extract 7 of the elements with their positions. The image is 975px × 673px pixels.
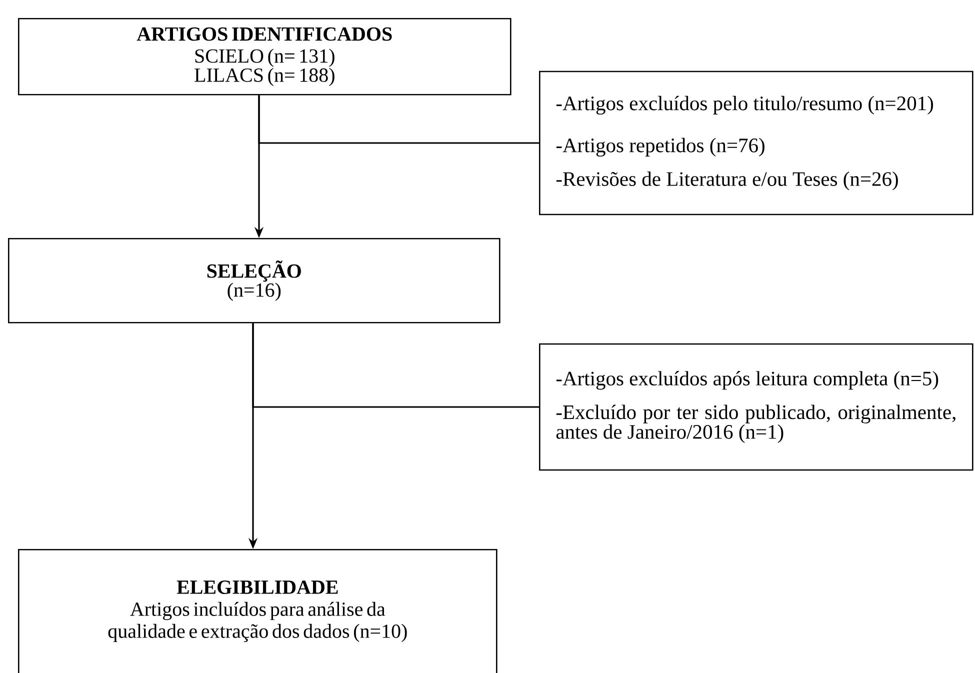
exclusion-box: -Artigos excluídos pelo titulo/resumo (n=201) -Artigos repetidos (n=76) -Revisões de Literatura e/ou Teses (n=26) — [539, 70, 974, 216]
process-box: ARTIGOS IDENTIFICADOS SCIELO (n= 131) LILACS (n= 188) — [18, 18, 512, 96]
process-box: ELEGIBILIDADE Artigos incluídos para análise da qualidade e extração dos dados (n=10) — [18, 549, 498, 673]
connector — [258, 95, 539, 144]
process-box: SELEÇÃO (n=16) — [8, 238, 500, 324]
connector — [252, 323, 539, 408]
exclusion-box: -Artigos excluídos após leitura completa (n=5) -Excluído por ter sido publicado, originalmente, antes de Janeiro/2016 (n=1) — [539, 343, 974, 471]
